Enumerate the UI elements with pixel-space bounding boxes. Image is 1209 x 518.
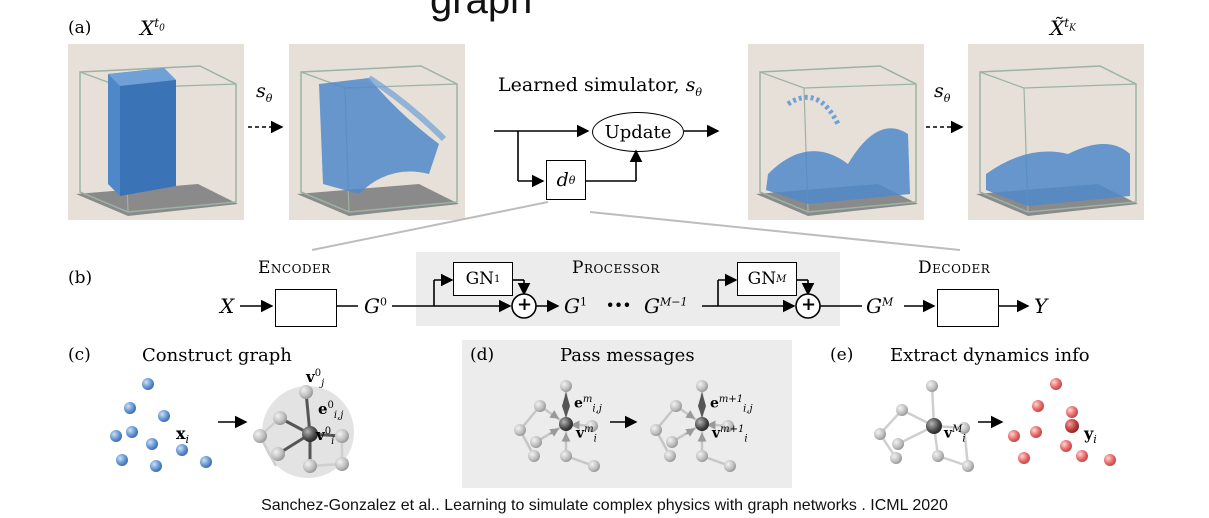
citation-caption: Sanchez-Gonzalez et al.. Learning to sim…: [261, 497, 948, 514]
plus-2: +: [801, 294, 817, 315]
snapshot-3: [748, 44, 924, 220]
s-theta-label-1: sθ: [256, 80, 273, 105]
g1-label: G1: [564, 294, 587, 318]
v-m-label: vmi: [576, 424, 597, 445]
x-t0-label: Xt0: [140, 16, 165, 40]
plus-1: +: [517, 294, 533, 315]
gm1-label: GM−1: [644, 294, 688, 318]
encoder-box: [275, 289, 337, 327]
e-m-label: emi,j: [574, 394, 602, 415]
snapshot-1: [68, 44, 244, 220]
decoder-label: Decoder: [918, 258, 991, 278]
vM-label: vMi: [944, 424, 966, 445]
vj0-label: v0j: [306, 368, 325, 389]
panel-d-title: Pass messages: [560, 345, 695, 366]
x-input: X: [220, 294, 235, 318]
panel-d-label: (d): [470, 345, 495, 365]
panel-c-graphic: [110, 378, 354, 478]
pipeline-arrows-b: [240, 273, 1030, 319]
panel-c-label: (c): [68, 345, 91, 365]
panel-c-title: Construct graph: [142, 345, 292, 366]
encoder-label: Encoder: [258, 258, 331, 278]
flow-arrows-a: [248, 120, 964, 251]
s-theta-label-2: sθ: [934, 80, 951, 105]
partial-title: graph: [430, 0, 533, 22]
panel-b-label: (b): [68, 268, 93, 288]
panel-e-graphic: [874, 378, 1116, 472]
panel-a-label: (a): [68, 18, 92, 38]
y-output: Y: [1034, 294, 1048, 318]
panel-e-label: (e): [830, 345, 854, 365]
panel-d-background: [462, 340, 792, 488]
yi-label: yi: [1084, 424, 1097, 447]
x-tk-label: X̃tK: [1050, 16, 1076, 40]
v-m1-label: vm+1i: [712, 424, 748, 445]
snapshot-4: [968, 44, 1144, 220]
vi0-label: v0i: [316, 426, 335, 447]
gm-label: GM: [866, 294, 894, 318]
e-m1-label: em+1i,j: [710, 394, 753, 415]
g0-label: G0: [364, 294, 387, 318]
xi-label: xi: [176, 424, 190, 447]
decoder-box: [937, 289, 999, 327]
processor-label: Processor: [572, 258, 660, 278]
panel-e-title: Extract dynamics info: [890, 345, 1090, 366]
panel-d-graphic: [514, 380, 736, 472]
learned-simulator-label: Learned simulator, sθ: [498, 74, 702, 99]
update-node: Update: [592, 112, 684, 152]
ellipsis: ···: [606, 290, 632, 319]
snapshot-2: [289, 44, 465, 220]
eij0-label: e0i,j: [318, 400, 344, 421]
